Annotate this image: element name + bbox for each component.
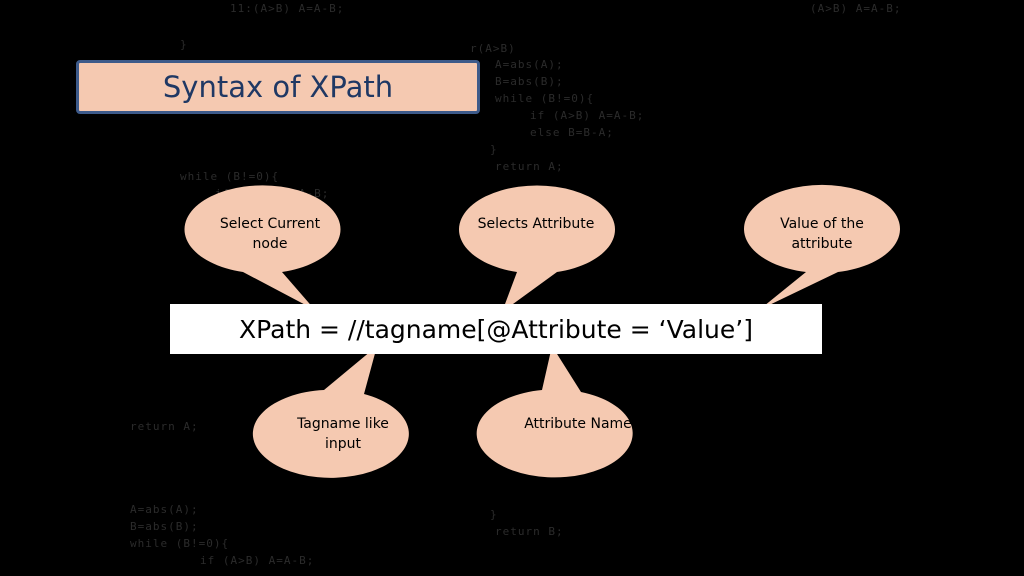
background-code-line: (A>B) A=A-B; — [810, 2, 902, 15]
callout-label-tagname: Tagname like input — [297, 416, 389, 452]
callout-selects-attribute — [458, 185, 616, 312]
xpath-syntax-expression: XPath = //tagname[@Attribute = ‘Value’] — [239, 314, 753, 344]
background-code-line: return A; — [130, 420, 199, 433]
background-code-line: } — [490, 143, 498, 156]
background-code-line: B=abs(B); — [495, 75, 564, 88]
background-code-line: } — [180, 38, 188, 51]
background-code-line: A=abs(A); — [495, 58, 564, 71]
slide-title-box: Syntax of XPath — [76, 60, 480, 114]
callout-attribute-name — [476, 346, 633, 478]
background-code-line: } — [490, 508, 498, 521]
background-code-line: 11:(A>B) A=A-B; — [230, 2, 345, 15]
background-code-line: while (B!=0){ — [180, 170, 280, 183]
background-code-line: r(A>B) — [470, 42, 516, 55]
background-code-line: B=abs(B); — [130, 520, 199, 533]
xpath-syntax-box: XPath = //tagname[@Attribute = ‘Value’] — [170, 304, 822, 354]
callout-current-node — [184, 185, 341, 310]
background-code-line: if (A>B) A=A-B; — [530, 109, 645, 122]
background-code-line: A=abs(A); — [130, 503, 199, 516]
slide-title: Syntax of XPath — [162, 70, 394, 104]
callout-label-current-node: Select Current node — [219, 216, 321, 252]
background-code-line: else B=B-A; — [530, 126, 614, 139]
background-code-line: return A; — [495, 160, 564, 173]
background-code-line: while (B!=0){ — [495, 92, 595, 105]
background-code-line: return B; — [495, 525, 564, 538]
callout-label-selects-attribute: Selects Attribute — [477, 216, 595, 232]
callout-tagname — [252, 346, 409, 478]
background-code-line: if (A>B) A=A-B; — [200, 554, 315, 567]
callout-label-value: Value of the attribute — [780, 216, 864, 252]
callout-value-of-attribute — [744, 184, 900, 310]
background-code-line: while (B!=0){ — [130, 537, 230, 550]
callout-label-attribute-name: Attribute Name — [524, 416, 632, 432]
